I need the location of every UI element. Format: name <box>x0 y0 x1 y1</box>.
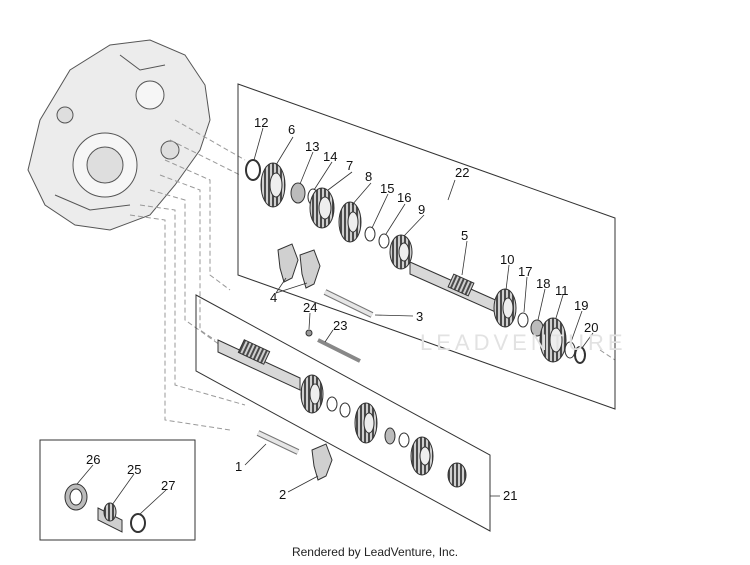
shift-fork-2 <box>311 443 333 481</box>
pin-24 <box>305 329 313 337</box>
callout-8: 8 <box>365 169 372 184</box>
callout-21: 21 <box>503 488 517 503</box>
washer-15 <box>364 226 376 242</box>
upper-shaft-kit-frame <box>237 83 616 410</box>
callout-2: 2 <box>279 487 286 502</box>
callout-23: 23 <box>333 318 347 333</box>
callout-19: 19 <box>574 298 588 313</box>
circlip-12 <box>245 159 261 181</box>
callout-1: 1 <box>235 459 242 474</box>
inset-parts <box>64 483 146 533</box>
dashed-leader-lines <box>129 119 616 431</box>
callout-6: 6 <box>288 122 295 137</box>
callout-25: 25 <box>127 462 141 477</box>
callout-7: 7 <box>346 158 353 173</box>
callout-22: 22 <box>455 165 469 180</box>
callout-18: 18 <box>536 276 550 291</box>
callout-16: 16 <box>397 190 411 205</box>
watermark: LEADVENTURE <box>420 330 627 355</box>
washer-17 <box>517 312 529 328</box>
engine-case <box>27 39 211 231</box>
lower-gear-d <box>447 462 467 488</box>
lower-shaft-kit-frame <box>195 294 491 532</box>
footer-credit: Rendered by LeadVenture, Inc. <box>291 545 459 559</box>
inset-box <box>39 439 196 541</box>
callout-20: 20 <box>584 320 598 335</box>
washer-27 <box>130 513 146 533</box>
circlip-20 <box>574 346 586 364</box>
callout-26: 26 <box>86 452 100 467</box>
shaft-23 <box>317 338 361 363</box>
callout-14: 14 <box>323 149 337 164</box>
shift-fork-4a <box>277 243 299 283</box>
callout-15: 15 <box>380 181 394 196</box>
callout-labels: 1 2 3 4 5 6 7 8 9 10 11 12 13 14 15 16 1… <box>86 115 598 503</box>
callout-13: 13 <box>305 139 319 154</box>
callout-12: 12 <box>254 115 268 130</box>
upper-shaft-parts <box>245 159 586 364</box>
bearing-13 <box>290 182 306 204</box>
washer-16 <box>378 233 390 249</box>
callout-10: 10 <box>500 252 514 267</box>
callout-3: 3 <box>416 309 423 324</box>
callout-5: 5 <box>461 228 468 243</box>
callout-24: 24 <box>303 300 317 315</box>
shift-fork-4b <box>299 249 321 289</box>
callout-11: 11 <box>555 283 569 298</box>
callout-9: 9 <box>418 202 425 217</box>
callout-leaders <box>76 127 594 515</box>
lower-shaft-parts <box>217 339 467 488</box>
callout-17: 17 <box>518 264 532 279</box>
shift-parts <box>277 243 374 363</box>
callout-4: 4 <box>270 290 277 305</box>
callout-27: 27 <box>161 478 175 493</box>
